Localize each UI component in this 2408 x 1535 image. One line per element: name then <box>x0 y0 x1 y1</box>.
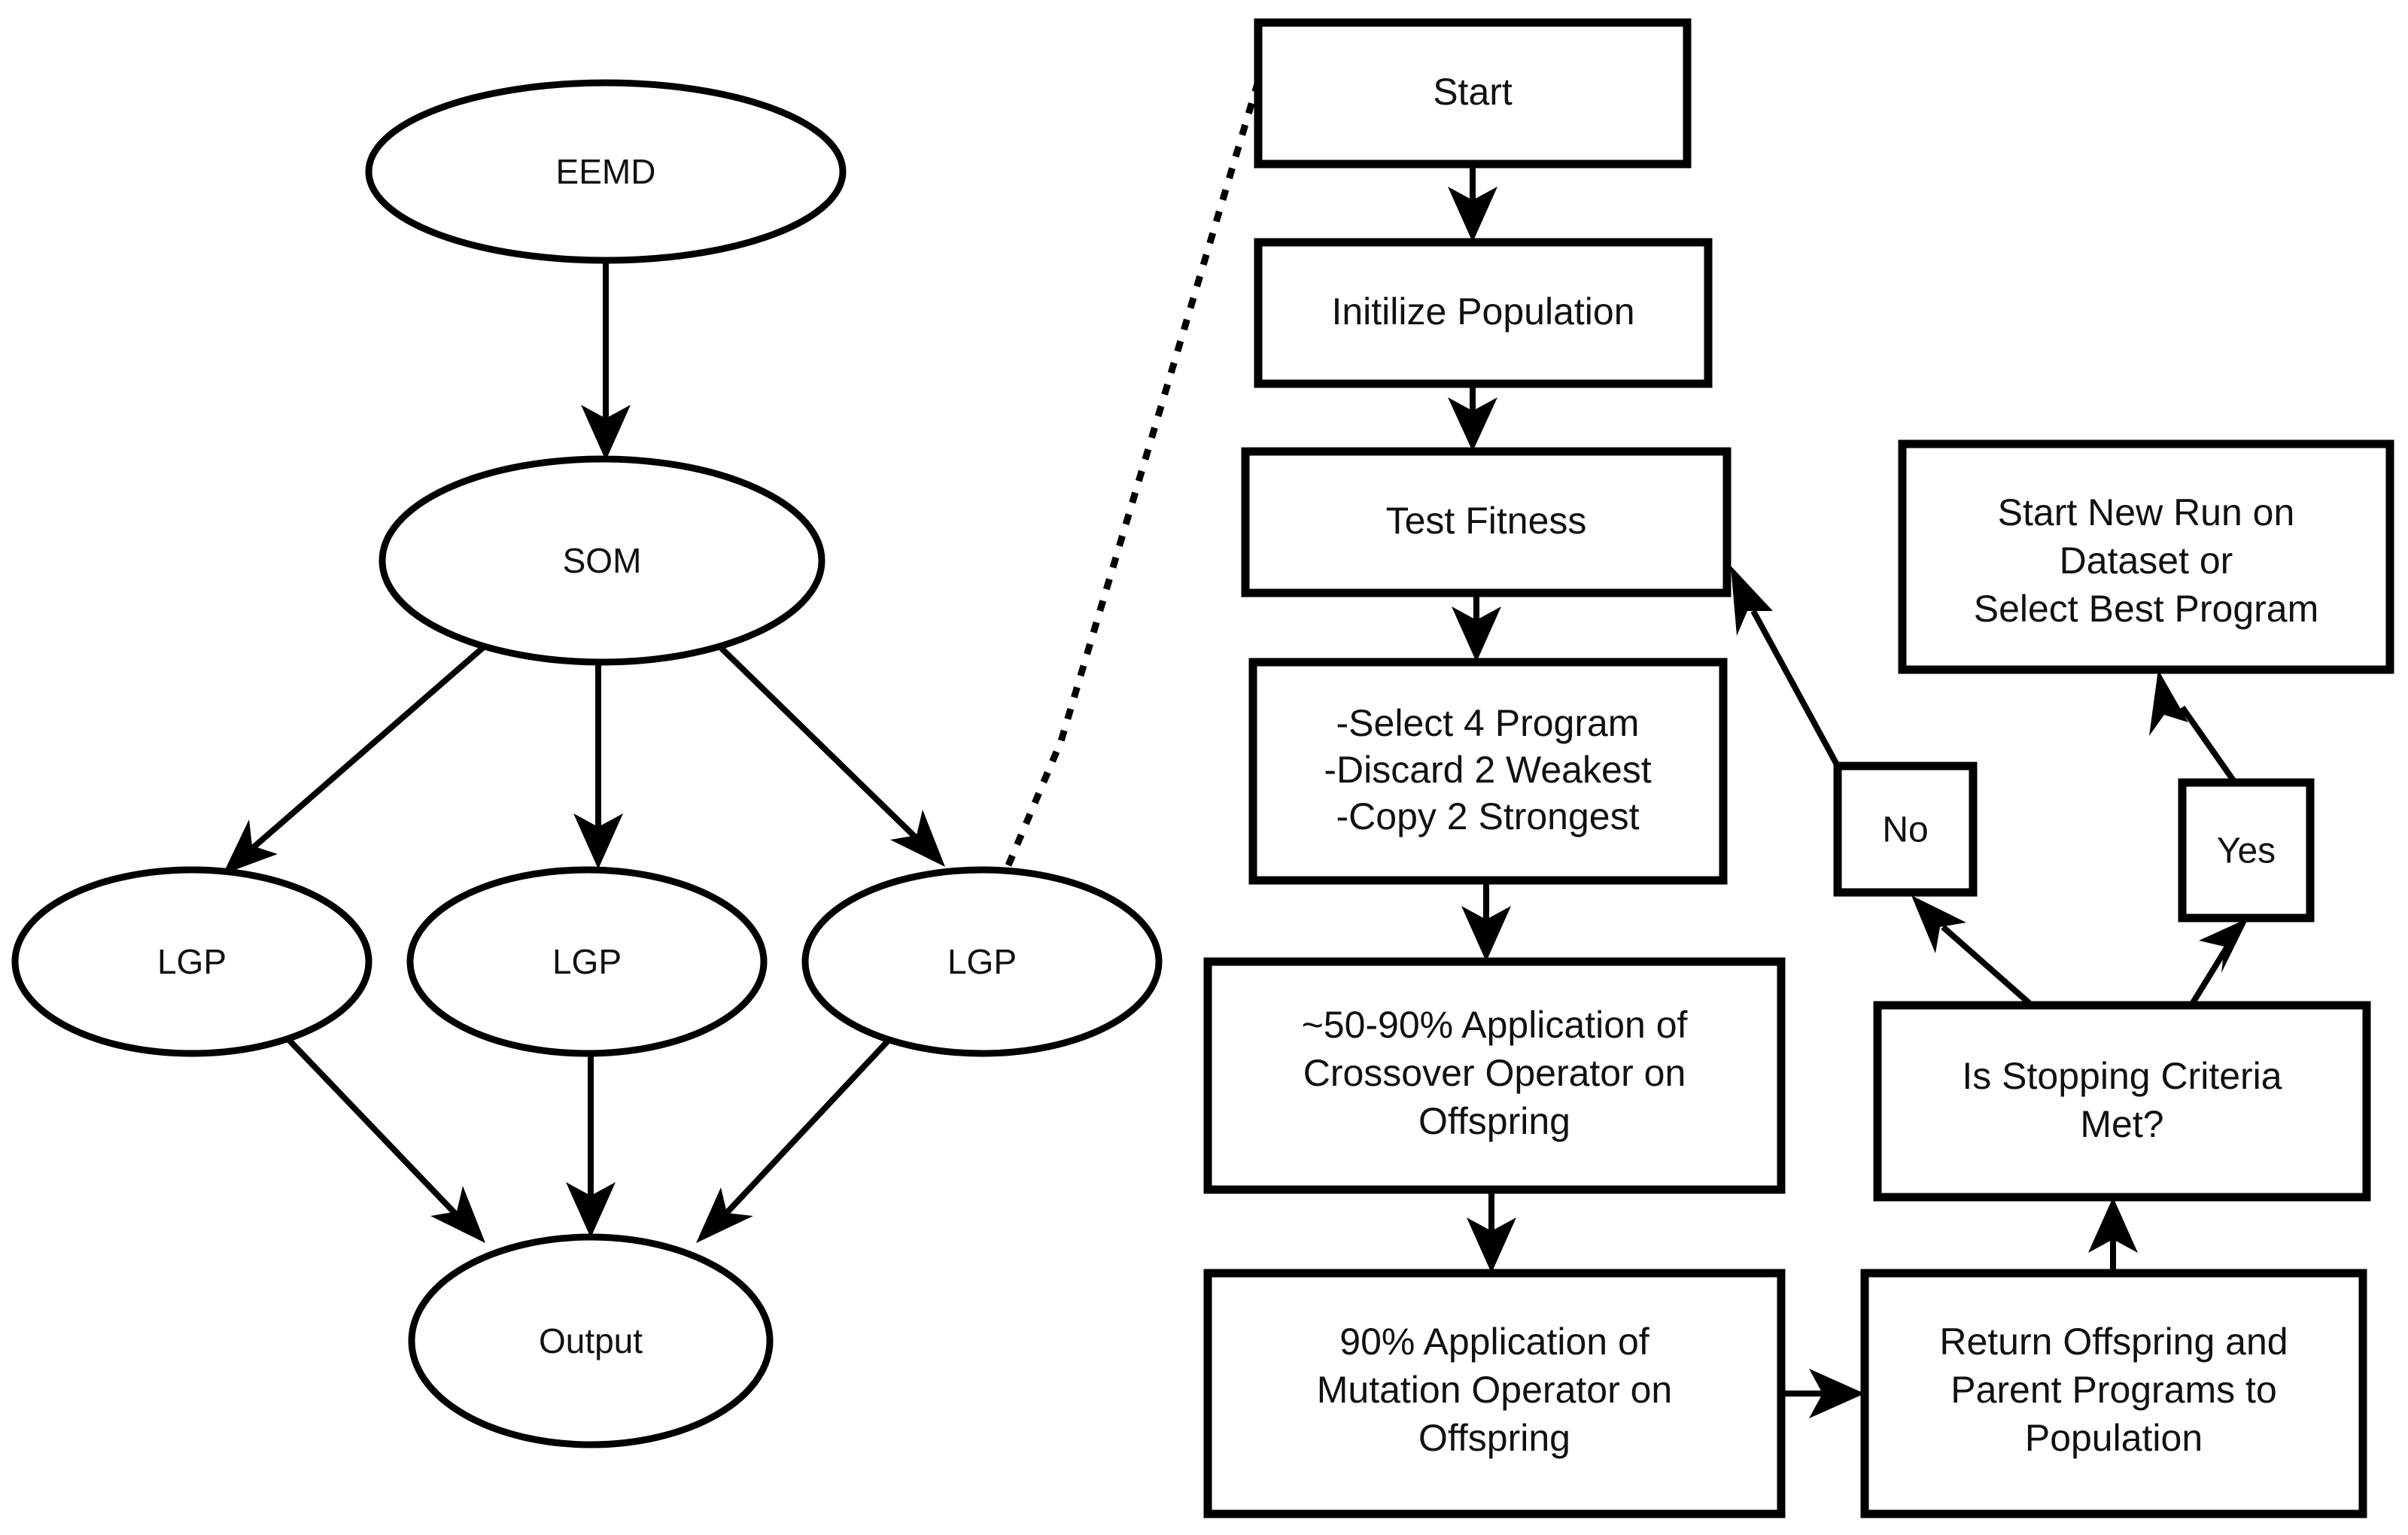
edge-mutation-to-return <box>1781 1369 1865 1418</box>
node-yes-label[interactable]: Yes <box>2178 778 2315 923</box>
node-crossover[interactable]: ~50-90% Application of Crossover Operato… <box>1203 957 1786 1194</box>
node-lgp-2[interactable]: LGP <box>406 866 768 1057</box>
node-init-population[interactable]: Initilize Population <box>1254 238 1713 388</box>
edge-som-to-lgp2 <box>573 662 623 869</box>
node-start-new-run[interactable]: Start New Run on Dataset or Select Best … <box>1898 439 2394 674</box>
node-select-discard-copy-line-2: -Discard 2 Weakest <box>1324 749 1651 791</box>
node-output-label: Output <box>539 1321 643 1360</box>
node-output[interactable]: Output <box>408 1233 774 1448</box>
node-stopping-criteria-line-1: Is Stopping Criteria <box>1962 1055 2282 1097</box>
edge-init-to-test-fitness <box>1448 384 1497 451</box>
edge-som-to-lgp3 <box>716 643 945 867</box>
node-start[interactable]: Start <box>1254 18 1692 169</box>
node-return-population[interactable]: Return Offspring and Parent Programs to … <box>1860 1269 2367 1518</box>
node-start-new-run-line-1: Start New Run on <box>1998 491 2295 533</box>
node-test-fitness[interactable]: Test Fitness <box>1241 447 1732 597</box>
node-start-label: Start <box>1433 71 1513 113</box>
node-som-label: SOM <box>563 541 642 580</box>
edge-lgp2-to-output <box>566 1053 616 1238</box>
edge-stopping-to-no <box>1911 895 2034 1008</box>
node-eemd-label: EEMD <box>556 152 656 191</box>
node-stopping-criteria-line-2: Met? <box>2080 1103 2163 1145</box>
node-test-fitness-label: Test Fitness <box>1386 500 1587 542</box>
node-stopping-criteria[interactable]: Is Stopping Criteria Met? <box>1873 1001 2371 1202</box>
node-mutation-line-2: Mutation Operator on <box>1317 1369 1673 1411</box>
edge-lgp3-to-output <box>696 1035 894 1243</box>
node-mutation-line-1: 90% Application of <box>1339 1321 1649 1363</box>
node-select-discard-copy-line-1: -Select 4 Program <box>1336 702 1640 744</box>
node-lgp-1-label: LGP <box>157 942 227 981</box>
node-select-discard-copy-line-3: -Copy 2 Strongest <box>1336 795 1640 837</box>
edge-yes-to-start-new-run <box>2149 670 2238 785</box>
node-no-label[interactable]: No <box>1833 761 1978 897</box>
edge-crossover-to-mutation <box>1467 1190 1516 1273</box>
right-panel-group: Start Initilize Population Test Fitness … <box>1203 18 2394 1518</box>
node-som[interactable]: SOM <box>379 455 825 666</box>
node-crossover-line-1: ~50-90% Application of <box>1302 1004 1688 1046</box>
edge-test-fitness-to-select <box>1452 593 1501 662</box>
edge-select-to-crossover <box>1461 880 1511 962</box>
node-crossover-line-2: Crossover Operator on <box>1303 1052 1686 1094</box>
edge-stopping-to-yes <box>2188 918 2248 1008</box>
node-lgp-3-label: LGP <box>947 942 1017 981</box>
edge-som-to-lgp1 <box>223 643 488 874</box>
left-panel-group: EEMD SOM LGP LGP LGP Output <box>11 65 1266 1448</box>
node-return-population-line-3: Population <box>2025 1417 2203 1459</box>
node-start-new-run-line-2: Dataset or <box>2060 540 2233 582</box>
edge-return-to-stopping <box>2088 1197 2138 1273</box>
node-lgp-1[interactable]: LGP <box>11 866 372 1057</box>
node-yes-label-text: Yes <box>2217 831 2276 871</box>
edge-lgp3-to-start-dotted <box>1005 65 1266 867</box>
node-no-label-text: No <box>1882 810 1928 850</box>
node-select-discard-copy[interactable]: -Select 4 Program -Discard 2 Weakest -Co… <box>1248 658 1728 885</box>
node-mutation[interactable]: 90% Application of Mutation Operator on … <box>1203 1269 1786 1518</box>
node-start-new-run-line-3: Select Best Program <box>1974 588 2319 630</box>
node-lgp-2-label: LGP <box>552 942 622 981</box>
edge-no-to-test-fitness <box>1731 566 1841 768</box>
node-init-population-label: Initilize Population <box>1331 290 1634 333</box>
node-eemd[interactable]: EEMD <box>365 79 847 264</box>
node-lgp-3[interactable]: LGP <box>801 866 1163 1057</box>
edge-eemd-to-som <box>581 260 631 460</box>
node-return-population-line-1: Return Offspring and <box>1939 1321 2288 1363</box>
node-mutation-line-3: Offspring <box>1418 1417 1570 1459</box>
node-crossover-line-3: Offspring <box>1418 1100 1570 1142</box>
node-return-population-line-2: Parent Programs to <box>1950 1369 2277 1411</box>
edge-start-to-init <box>1448 164 1497 242</box>
edge-lgp1-to-output <box>284 1035 485 1243</box>
